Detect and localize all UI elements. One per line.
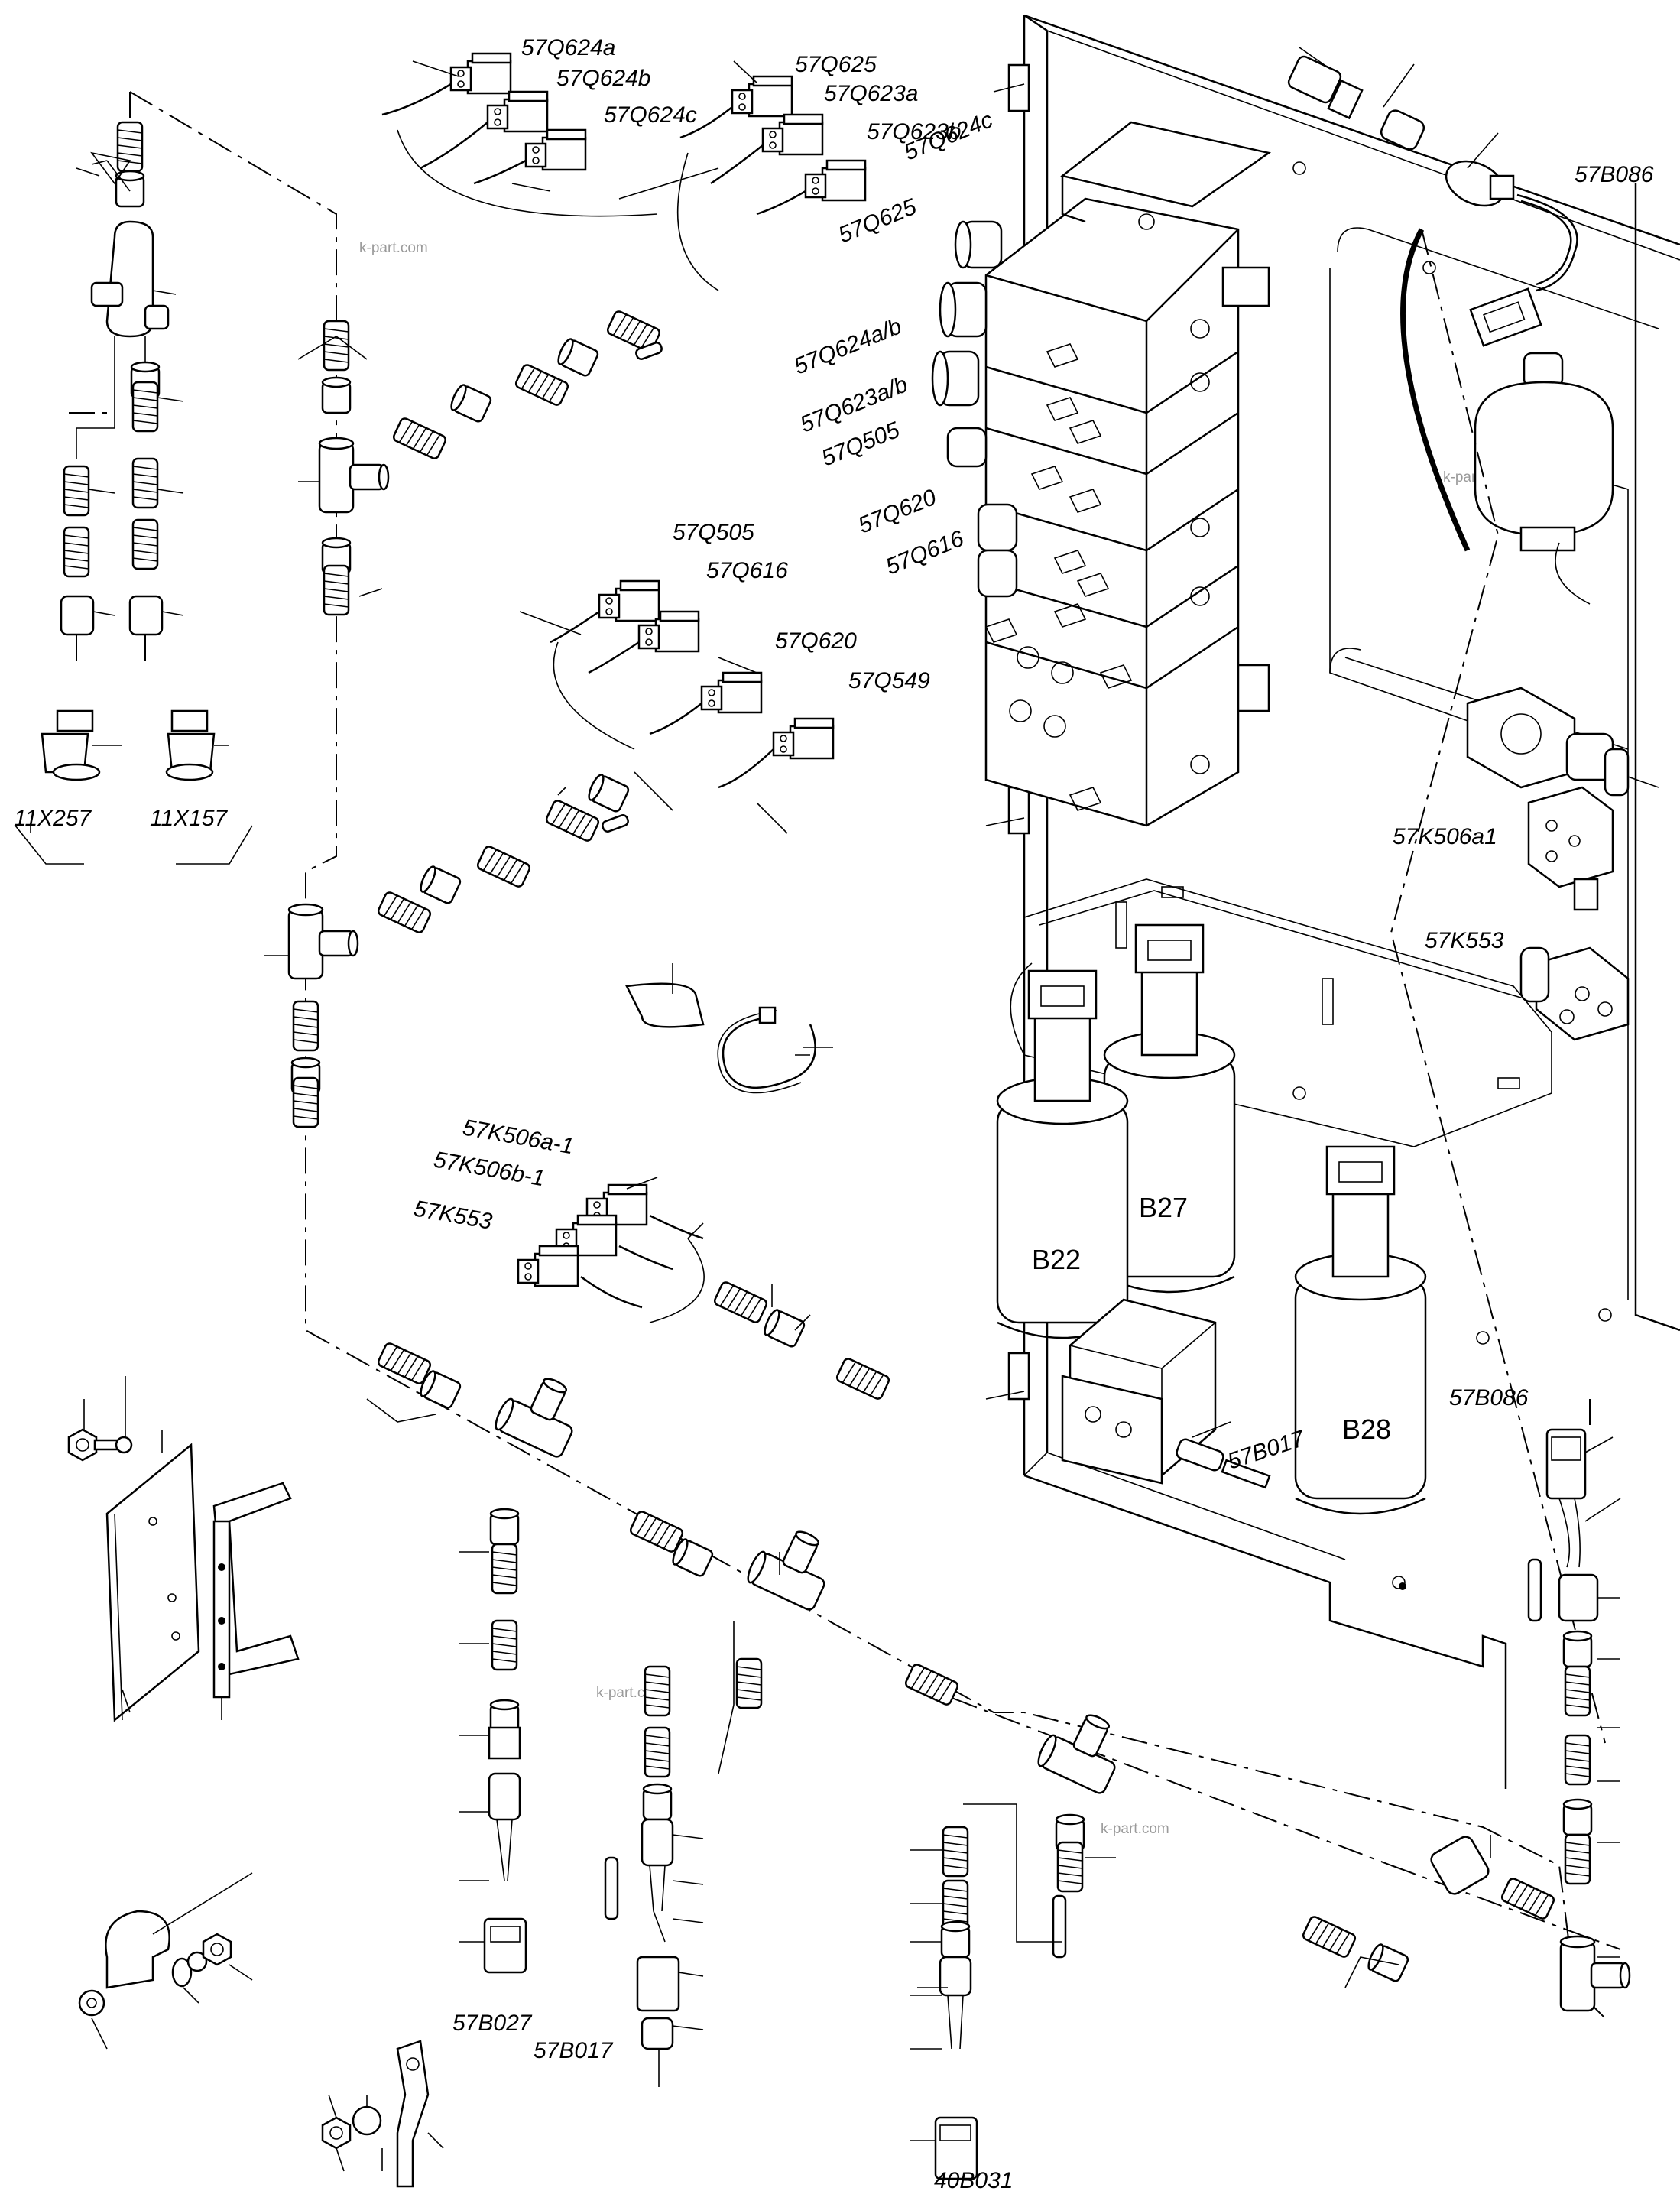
hose-curve bbox=[1400, 228, 1471, 552]
pressure-sensor-57b086-top bbox=[1287, 47, 1578, 347]
harness-fittings-lower bbox=[366, 1280, 1411, 1988]
accumulator bbox=[1474, 352, 1614, 605]
connector-group-57q625-623 bbox=[618, 60, 867, 291]
connector-group-57q624 bbox=[381, 52, 658, 217]
watermark-text: k-part.com bbox=[1101, 1821, 1169, 1837]
connector-label-57q624a: 57Q624a bbox=[521, 35, 615, 60]
harness-dashed-lines bbox=[69, 91, 1621, 2019]
filter-bracket bbox=[1010, 878, 1552, 1147]
leader-dashed-b086 bbox=[1390, 229, 1606, 1744]
mounting-bracket-left bbox=[67, 1376, 300, 1722]
connector-label-57k553: 57K553 bbox=[412, 1196, 495, 1235]
manifold-block-57b017 bbox=[1061, 1298, 1271, 1489]
connector-label-57q505: 57Q505 bbox=[673, 520, 754, 545]
connector-group-57k506-553 bbox=[517, 1177, 705, 1323]
sensor-label-40b031: 40B031 bbox=[934, 2168, 1013, 2191]
connector-label-11x257: 11X257 bbox=[14, 806, 92, 831]
sensor-label-57b086-right: 57B086 bbox=[1449, 1385, 1529, 1410]
connector-label-57q616: 57Q616 bbox=[706, 558, 788, 583]
valve-stack bbox=[931, 121, 1272, 827]
sensor-assembly-40b031 bbox=[910, 1803, 1116, 2180]
pipe-clamp bbox=[78, 1872, 253, 2050]
connector-label-57q623b: 57Q623b bbox=[867, 119, 961, 144]
harness-fittings-middle bbox=[264, 771, 631, 1128]
sensor-assembly-57b086-right bbox=[1430, 1399, 1631, 2012]
valve-label-57q625: 57Q625 bbox=[835, 194, 920, 248]
sensor-assembly-57b027 bbox=[459, 1508, 527, 1974]
sensor-label-57b027: 57B027 bbox=[452, 2011, 533, 2036]
valve-label-57q616: 57Q616 bbox=[882, 526, 968, 580]
tape-roll bbox=[625, 963, 705, 1028]
connector-label-11x157: 11X157 bbox=[150, 806, 229, 831]
solenoid-label-57k506a1: 57K506a1 bbox=[1393, 824, 1497, 849]
solenoid-57k553 bbox=[1519, 946, 1630, 1041]
connector-label-57q624c: 57Q624c bbox=[604, 102, 697, 128]
connector-label-57q549: 57Q549 bbox=[848, 668, 930, 693]
filter-b22 bbox=[996, 969, 1129, 1339]
valve-label-57q620: 57Q620 bbox=[855, 485, 940, 539]
sensor-label-57b017-bottom: 57B017 bbox=[534, 2038, 614, 2063]
filter-b28 bbox=[1294, 1145, 1427, 1515]
watermark-text: k-part.com bbox=[359, 240, 428, 256]
connector-assembly-11x257-11x157 bbox=[15, 121, 253, 865]
earth-strap bbox=[321, 2040, 444, 2188]
connector-label-57k506b-1: 57K506b-1 bbox=[432, 1147, 546, 1191]
filter-label-b22: B22 bbox=[1032, 1244, 1081, 1275]
misc-leader-lines bbox=[30, 167, 948, 1988]
solenoid-57k506a1 bbox=[1466, 687, 1630, 911]
connector-label-57k506a-1: 57K506a-1 bbox=[461, 1115, 576, 1159]
solenoid-label-57k553: 57K553 bbox=[1425, 928, 1504, 953]
cable-tie bbox=[717, 1006, 833, 1094]
connector-group-57q505-549 bbox=[519, 579, 835, 834]
connector-label-57q620: 57Q620 bbox=[775, 628, 857, 654]
sensor-label-57b086-top: 57B086 bbox=[1575, 162, 1654, 187]
filter-label-b27: B27 bbox=[1139, 1192, 1188, 1223]
connector-label-57q625: 57Q625 bbox=[795, 52, 877, 77]
filter-label-b28: B28 bbox=[1342, 1414, 1391, 1445]
valve-label-57q624ab: 57Q624a/b bbox=[790, 313, 905, 379]
harness-fittings-upper bbox=[297, 309, 663, 616]
sensor-assembly-57b017 bbox=[604, 1621, 763, 2087]
connector-label-57q624b: 57Q624b bbox=[556, 66, 650, 91]
connector-label-57q623a: 57Q623a bbox=[824, 81, 918, 106]
